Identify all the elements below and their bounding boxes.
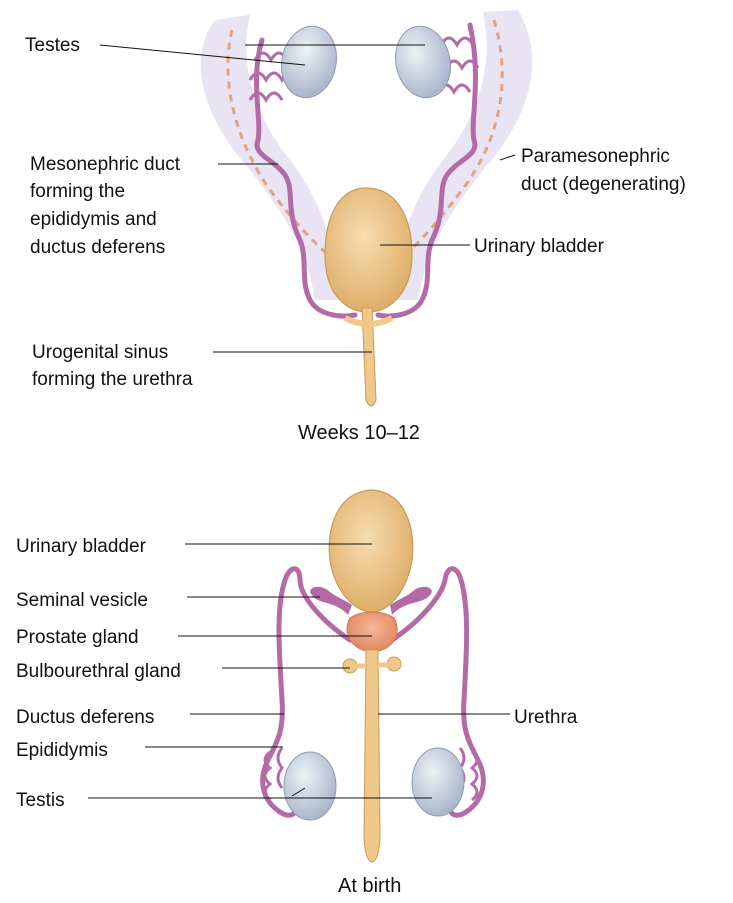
left-genital-fold [200,15,340,300]
urethra-tube [363,649,381,863]
label-mesonephric-duct-4: ductus deferens [30,237,166,258]
label-epididymis: Epididymis [16,740,108,761]
weeks-10-12-figure [200,10,533,407]
right-genital-fold [393,10,533,300]
right-seminal-vesicle [390,586,432,615]
at-birth-figure [260,489,486,863]
right-bulbourethral-gland [386,656,402,672]
label-paramesonephric-duct-2: duct (degenerating) [521,174,686,195]
right-testis-birth [411,747,465,817]
label-urethra: Urethra [514,707,578,728]
label-urinary-bladder-bottom: Urinary bladder [16,536,146,557]
leader-lines [88,44,516,799]
label-urinary-bladder-top: Urinary bladder [474,236,604,257]
label-urogenital-sinus-2: forming the urethra [32,369,193,390]
label-mesonephric-duct-1: Mesonephric duct [30,154,180,175]
left-seminal-vesicle [310,586,352,615]
left-testis-birth [283,751,337,821]
urinary-bladder [328,489,414,613]
label-prostate-gland: Prostate gland [16,627,139,648]
label-urogenital-sinus-1: Urogenital sinus [32,342,169,363]
label-ductus-deferens: Ductus deferens [16,707,155,728]
right-mesonephric-duct [375,22,478,319]
label-testes: Testes [25,35,80,56]
caption-at-birth: At birth [338,875,402,897]
right-testis [395,25,451,99]
left-testis [281,25,337,99]
left-ductus-deferens [260,566,353,818]
label-testis: Testis [16,790,65,811]
label-paramesonephric-duct-1: Paramesonephric [521,146,670,167]
prostate-gland [346,611,398,653]
left-epididymis [263,747,284,802]
label-bulbourethral-gland: Bulbourethral gland [16,661,181,682]
urinary-bladder-fetal [324,187,413,313]
left-bulbourethral-gland [342,658,358,674]
left-mesonephric-duct [254,37,358,319]
right-ductus-deferens [389,566,486,818]
label-mesonephric-duct-3: epididymis and [30,209,157,230]
urogenital-sinus [361,307,377,407]
label-mesonephric-duct-2: forming the [30,181,126,202]
label-seminal-vesicle: Seminal vesicle [16,590,148,611]
caption-weeks-10-12: Weeks 10–12 [298,422,420,444]
